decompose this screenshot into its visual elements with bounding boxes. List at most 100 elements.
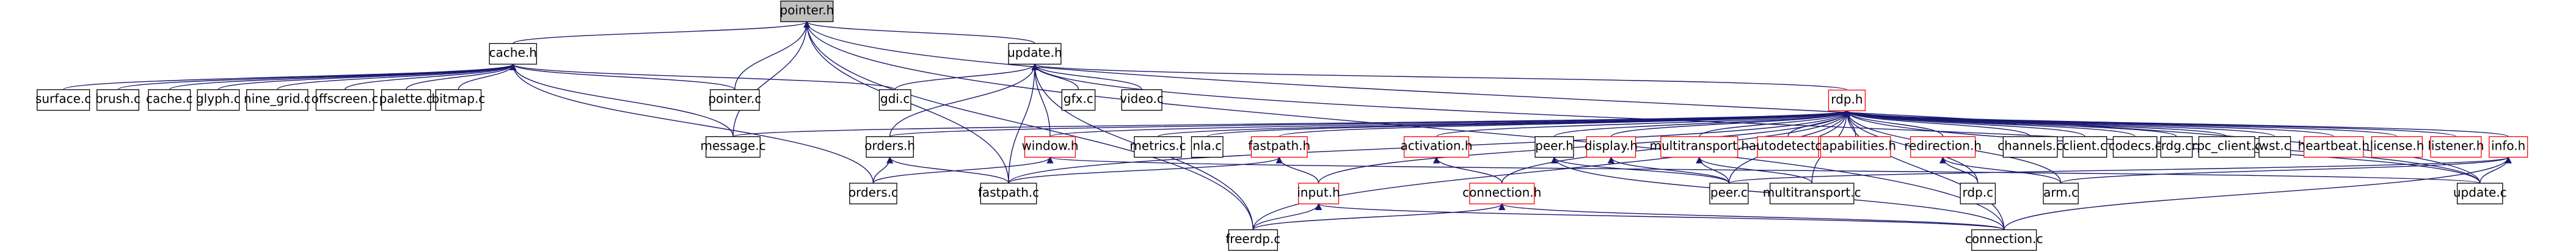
node-freerdp-c[interactable]: freerdp.c: [1225, 229, 1280, 251]
node-rdp-c[interactable]: rdp.c: [1960, 183, 1996, 205]
node-label: connection.c: [1965, 231, 2043, 246]
node-arm-c[interactable]: arm.c: [2043, 183, 2079, 205]
node-surface-c[interactable]: surface.c: [35, 89, 91, 111]
edge-multitransport-c-to-multitransport-h: [1696, 156, 1812, 184]
edge-gdi-c-to-update-h: [894, 63, 1038, 90]
edge-window-h-to-update-h: [1031, 63, 1051, 137]
node-message-c[interactable]: message.c: [700, 136, 766, 158]
node-cache-c[interactable]: cache.c: [146, 89, 193, 111]
node-connection-c[interactable]: connection.c: [1965, 229, 2043, 251]
node-orders-h[interactable]: orders.h: [864, 136, 915, 158]
node-heartbeat-h[interactable]: heartbeat.h: [2298, 136, 2370, 158]
node-client-c[interactable]: client.c: [2062, 136, 2107, 158]
edge-freerdp-c-to-connection-h: [1252, 203, 1506, 230]
node-gdi-c[interactable]: gdi.c: [878, 89, 911, 111]
node-rpc-client-c[interactable]: rpc_client.c: [2192, 136, 2261, 158]
node-peer-h[interactable]: peer.h: [1534, 136, 1574, 158]
edge-cache-h-to-pointer-h: [513, 21, 811, 44]
edge-orders-h-to-rdp-h: [889, 110, 1850, 137]
node-box: [1960, 183, 1996, 205]
node-label: rpc_client.c: [2192, 139, 2261, 153]
node-label: window.h: [1021, 139, 1078, 153]
node-redirection-h[interactable]: redirection.h: [1904, 136, 1982, 158]
node-label: connection.h: [1462, 185, 1541, 200]
node-display-h[interactable]: display.h: [1585, 136, 1638, 158]
node-pointer-h: pointer.h: [780, 1, 834, 23]
node-label: redirection.h: [1904, 139, 1982, 153]
node-label: bitmap.c: [432, 92, 486, 106]
node-nine-grid-c[interactable]: nine_grid.c: [244, 89, 311, 111]
edge-activation-h-to-rdp-h: [1436, 110, 1850, 137]
node-label: pointer.c: [708, 92, 761, 106]
node-box: [2160, 136, 2193, 158]
edge-message-c-to-cache-h: [509, 63, 734, 137]
node-capabilities-h[interactable]: capabilities.h: [1815, 136, 1896, 158]
node-label: nine_grid.c: [244, 92, 311, 106]
node-autodetect-h[interactable]: autodetect.h: [1749, 136, 1827, 158]
edge-glyph-c-to-cache-h: [217, 63, 517, 90]
node-label: rdg.c: [2161, 139, 2192, 153]
node-multitransport-c[interactable]: multitransport.c: [1763, 183, 1861, 205]
edge-input-h-to-fastpath-h: [1275, 156, 1319, 184]
node-update-c[interactable]: update.c: [2453, 183, 2507, 205]
node-license-h[interactable]: license.h: [2370, 136, 2425, 158]
node-box: [706, 136, 761, 158]
edge-fastpath-c-to-orders-h: [886, 156, 1009, 184]
node-video-c[interactable]: video.c: [1120, 89, 1164, 111]
node-box: [489, 43, 538, 65]
node-box: [1228, 229, 1279, 251]
node-label: multitransport.c: [1763, 185, 1861, 200]
node-update-h[interactable]: update.h: [1007, 43, 1062, 65]
node-codecs-c[interactable]: codecs.c: [2109, 136, 2162, 158]
node-label: gdi.c: [880, 92, 910, 106]
node-metrics-c[interactable]: metrics.c: [1129, 136, 1186, 158]
node-palette-c[interactable]: palette.c: [379, 89, 433, 111]
node-nla-c[interactable]: nla.c: [1191, 136, 1224, 158]
node-bitmap-c[interactable]: bitmap.c: [432, 89, 486, 111]
edge-gfx-c-to-update-h: [1031, 63, 1079, 90]
node-peer-c[interactable]: peer.c: [1709, 183, 1749, 205]
node-box: [878, 89, 911, 111]
node-connection-h[interactable]: connection.h: [1462, 183, 1541, 205]
node-input-h[interactable]: input.h: [1297, 183, 1340, 205]
node-multitransport-h[interactable]: multitransport.h: [1650, 136, 1750, 158]
edge-connection-c-to-rdp-h: [1843, 110, 2005, 230]
node-fastpath-c[interactable]: fastpath.c: [978, 183, 1039, 205]
node-label: update.h: [1007, 45, 1062, 60]
node-pointer-c[interactable]: pointer.c: [708, 89, 761, 111]
node-label: fastpath.c: [978, 185, 1039, 200]
node-activation-h[interactable]: activation.h: [1400, 136, 1473, 158]
node-label: orders.h: [864, 139, 915, 153]
node-window-h[interactable]: window.h: [1021, 136, 1079, 158]
node-box: [1828, 89, 1866, 111]
node-listener-h[interactable]: listener.h: [2428, 136, 2484, 158]
node-orders-c[interactable]: orders.c: [848, 183, 898, 205]
node-box: [1134, 136, 1182, 158]
node-box: [2112, 136, 2158, 158]
node-info-h[interactable]: info.h: [2489, 136, 2528, 158]
edge-orders-c-to-cache-h: [509, 63, 874, 184]
edge-peer-h-to-rdp-h: [1553, 110, 1850, 137]
node-box: [1660, 136, 1739, 158]
node-label: brush.c: [95, 92, 140, 106]
node-box: [710, 89, 760, 111]
node-brush-c[interactable]: brush.c: [95, 89, 140, 111]
node-rdg-c[interactable]: rdg.c: [2160, 136, 2193, 158]
node-label: orders.c: [848, 185, 898, 200]
edge-update-c-to-window-h: [1047, 156, 2481, 184]
node-cache-h[interactable]: cache.h: [489, 43, 538, 65]
node-rdp-h[interactable]: rdp.h: [1828, 89, 1866, 111]
node-fastpath-h[interactable]: fastpath.h: [1248, 136, 1310, 158]
node-label: message.c: [700, 139, 765, 153]
edge-client-c-to-rdp-h: [1843, 110, 2085, 137]
edge-arm-c-to-redirection-h: [1939, 156, 2062, 184]
node-wst-c[interactable]: wst.c: [2258, 136, 2291, 158]
node-label: display.h: [1585, 139, 1638, 153]
node-gfx-c[interactable]: gfx.c: [1061, 89, 1096, 111]
node-label: codecs.c: [2109, 139, 2162, 153]
node-offscreen-c[interactable]: offscreen.c: [312, 89, 379, 111]
node-box: [2258, 136, 2291, 158]
node-glyph-c[interactable]: glyph.c: [196, 89, 241, 111]
node-channels-c[interactable]: channels.c: [1998, 136, 2063, 158]
